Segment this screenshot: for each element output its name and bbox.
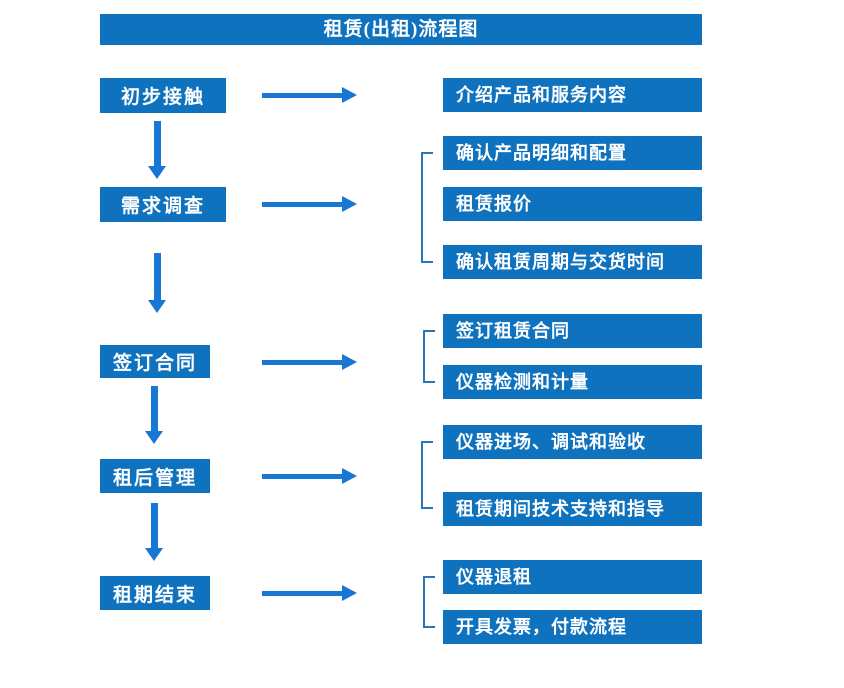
group-bracket-icon	[423, 330, 435, 383]
step-box-demand-survey: 需求调查	[100, 187, 226, 222]
detail-box-confirm-rental-period: 确认租赁周期与交货时间	[443, 245, 702, 279]
step-box-sign-contract: 签订合同	[100, 345, 210, 378]
detail-box-rental-quotation: 租赁报价	[443, 187, 702, 221]
detail-box-instrument-testing: 仪器检测和计量	[443, 365, 702, 399]
arrow-down-icon	[145, 503, 163, 561]
flowchart-title: 租赁(出租)流程图	[100, 14, 702, 45]
step-box-rental-end: 租期结束	[100, 576, 210, 610]
arrow-right-icon	[262, 354, 357, 370]
group-bracket-icon	[423, 576, 435, 628]
group-bracket-icon	[421, 441, 433, 509]
detail-box-sign-rental-contract: 签订租赁合同	[443, 314, 702, 348]
detail-box-instrument-return: 仪器退租	[443, 560, 702, 594]
arrow-right-icon	[262, 468, 357, 484]
arrow-right-icon	[262, 87, 357, 103]
step-box-post-rental-management: 租后管理	[100, 459, 210, 493]
detail-box-invoice-payment: 开具发票，付款流程	[443, 610, 702, 644]
detail-box-technical-support: 租赁期间技术支持和指导	[443, 492, 702, 526]
arrow-down-icon	[148, 121, 166, 179]
arrow-right-icon	[262, 585, 357, 601]
arrow-down-icon	[148, 253, 166, 313]
step-box-initial-contact: 初步接触	[100, 78, 226, 113]
arrow-right-icon	[262, 196, 357, 212]
detail-box-introduce-products: 介绍产品和服务内容	[443, 78, 702, 112]
arrow-down-icon	[145, 386, 163, 444]
detail-box-instrument-setup-acceptance: 仪器进场、调试和验收	[443, 425, 702, 459]
group-bracket-icon	[421, 152, 433, 263]
detail-box-confirm-product-details: 确认产品明细和配置	[443, 136, 702, 170]
